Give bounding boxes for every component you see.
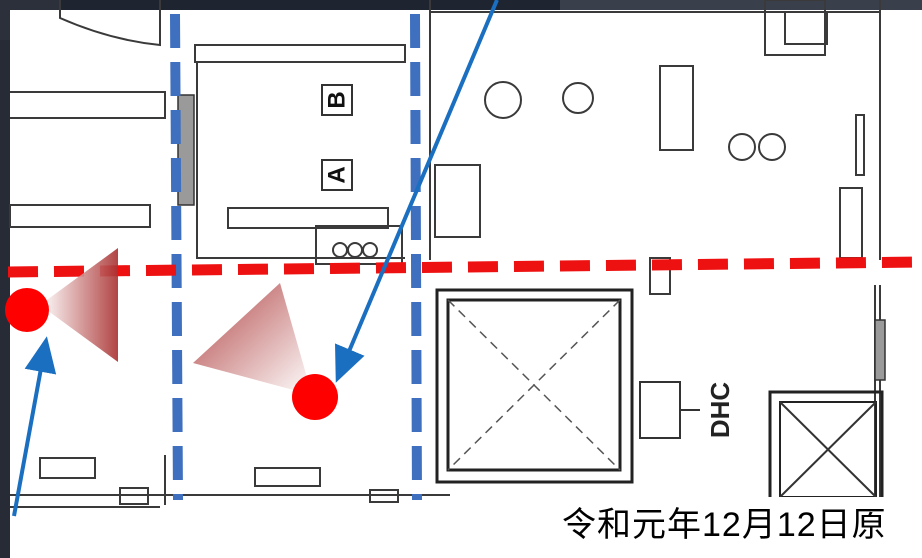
- arrow-to-right-camera: [335, 0, 499, 383]
- svg-text:DHC: DHC: [705, 382, 735, 439]
- blue-partition-lines: [170, 13, 422, 501]
- room-label-b: B: [321, 84, 353, 116]
- arrow-to-left-camera: [12, 336, 57, 517]
- room-label-a: A: [321, 159, 353, 191]
- hatched-columns: [177, 94, 886, 381]
- shaft-box: [435, 288, 634, 484]
- dhc-unit: DHC: [639, 381, 735, 439]
- camera-view-cone-left: [40, 248, 118, 362]
- fixture-circles: [332, 81, 786, 258]
- date-caption: 令和元年12月12日原: [562, 506, 887, 544]
- svg-text:B: B: [324, 91, 351, 108]
- red-boundary-line: [7, 256, 922, 278]
- camera-view-cone-right: [193, 283, 312, 395]
- svg-text:A: A: [324, 166, 351, 183]
- camera-marker-left: [5, 288, 49, 332]
- camera-marker-right: [292, 374, 338, 420]
- caption-background: [556, 497, 922, 558]
